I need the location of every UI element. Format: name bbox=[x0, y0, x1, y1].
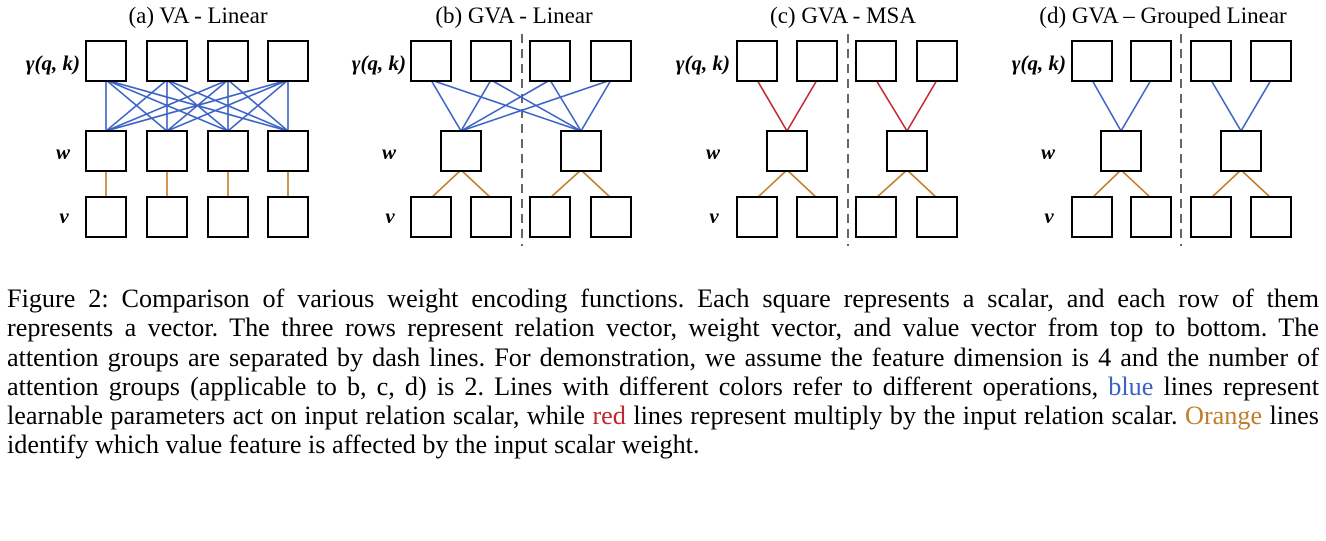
red-connections-c bbox=[756, 79, 938, 132]
panel-title-a: (a) VA - Linear bbox=[128, 3, 267, 28]
weight-cell bbox=[1100, 130, 1142, 172]
relation-label-a: γ(q, k) bbox=[26, 51, 80, 75]
value-cell bbox=[855, 196, 897, 238]
relation-cell bbox=[410, 40, 452, 82]
relation-cell bbox=[529, 40, 571, 82]
orange-connections-b bbox=[430, 169, 612, 199]
value-cell bbox=[1250, 196, 1292, 238]
value-cell bbox=[207, 196, 249, 238]
value-cell bbox=[916, 196, 958, 238]
relation-cell bbox=[1190, 40, 1232, 82]
weight-encoding-diagram: (a) VA - Linear (b) GVA - Linear (c) GVA… bbox=[26, 3, 1292, 246]
weight-label-b: w bbox=[382, 140, 397, 164]
panel-d bbox=[1071, 40, 1292, 238]
blue-connections-d bbox=[1091, 79, 1272, 132]
value-label-a: v bbox=[59, 204, 69, 228]
relation-cell bbox=[267, 40, 309, 82]
value-cell bbox=[736, 196, 778, 238]
caption-orange-word: Orange bbox=[1185, 401, 1263, 431]
panel-c bbox=[736, 40, 958, 238]
weight-cell bbox=[886, 130, 928, 172]
relation-cell bbox=[1250, 40, 1292, 82]
relation-cell bbox=[470, 40, 512, 82]
weight-label-a: w bbox=[56, 140, 71, 164]
value-cell bbox=[1190, 196, 1232, 238]
caption-red-word: red bbox=[592, 401, 626, 431]
value-cell bbox=[470, 196, 512, 238]
caption-blue-word: blue bbox=[1108, 371, 1154, 401]
weight-cell bbox=[267, 130, 309, 172]
relation-cell bbox=[1071, 40, 1113, 82]
value-cell bbox=[146, 196, 188, 238]
relation-cell bbox=[146, 40, 188, 82]
relation-cell bbox=[796, 40, 838, 82]
caption-text: Figure 2: Comparison of various weight e… bbox=[7, 284, 1319, 401]
blue-connections-a bbox=[105, 79, 289, 132]
weight-cell bbox=[207, 130, 249, 172]
caption-text: lines represent learnable parameters act… bbox=[7, 371, 1319, 431]
value-cell bbox=[529, 196, 571, 238]
relation-label-c: γ(q, k) bbox=[676, 51, 730, 75]
relation-cell bbox=[1130, 40, 1172, 82]
weight-label-c: w bbox=[706, 140, 721, 164]
caption-text: lines represent multiply by the input re… bbox=[625, 401, 1186, 431]
weight-label-d: w bbox=[1041, 140, 1056, 164]
panel-title-b: (b) GVA - Linear bbox=[435, 3, 593, 28]
value-cell bbox=[1130, 196, 1172, 238]
weight-cell bbox=[146, 130, 188, 172]
value-label-b: v bbox=[385, 204, 395, 228]
relation-cell bbox=[207, 40, 249, 82]
relation-cell bbox=[85, 40, 127, 82]
orange-connections-d bbox=[1091, 169, 1272, 199]
value-cell bbox=[1071, 196, 1113, 238]
relation-label-d: γ(q, k) bbox=[1012, 51, 1066, 75]
relation-cell bbox=[590, 40, 632, 82]
weight-cell bbox=[85, 130, 127, 172]
value-label-d: v bbox=[1044, 204, 1054, 228]
weight-cell bbox=[1220, 130, 1262, 172]
value-cell bbox=[85, 196, 127, 238]
orange-connections-a bbox=[105, 170, 289, 198]
panel-title-c: (c) GVA - MSA bbox=[770, 3, 916, 28]
caption-text: lines identify which value feature is af… bbox=[7, 401, 1319, 460]
weight-cell bbox=[560, 130, 602, 172]
relation-cell bbox=[916, 40, 958, 82]
panel-title-d: (d) GVA – Grouped Linear bbox=[1039, 3, 1287, 28]
relation-cell bbox=[736, 40, 778, 82]
value-cell bbox=[267, 196, 309, 238]
panel-b bbox=[410, 40, 632, 238]
weight-cell bbox=[440, 130, 482, 172]
value-cell bbox=[796, 196, 838, 238]
orange-connections-c bbox=[756, 169, 938, 199]
weight-cell bbox=[766, 130, 808, 172]
blue-connections-b bbox=[430, 79, 612, 132]
relation-label-b: γ(q, k) bbox=[352, 51, 406, 75]
figure-caption: Figure 2: Comparison of various weight e… bbox=[7, 284, 1319, 460]
value-label-c: v bbox=[709, 204, 719, 228]
value-cell bbox=[410, 196, 452, 238]
panel-a bbox=[85, 40, 309, 238]
relation-cell bbox=[855, 40, 897, 82]
value-cell bbox=[590, 196, 632, 238]
